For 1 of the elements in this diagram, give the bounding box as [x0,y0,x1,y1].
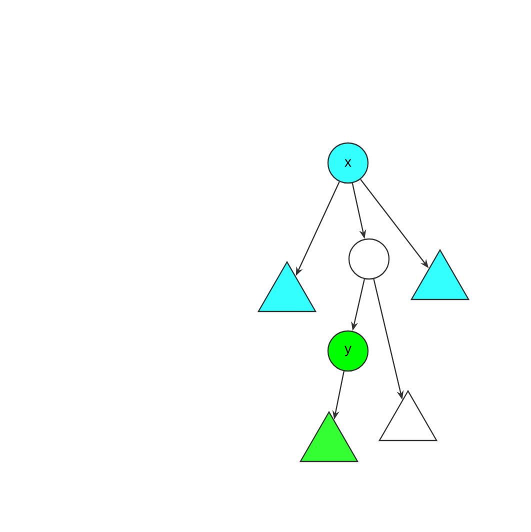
circle-node [348,238,390,280]
